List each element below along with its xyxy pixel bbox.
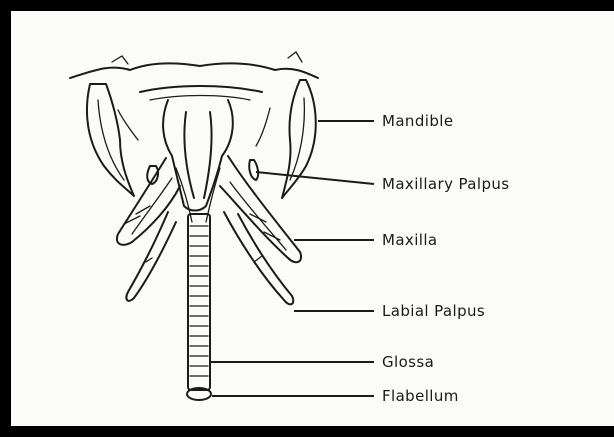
mandible-right [256,80,316,198]
head-capsule [70,52,318,100]
mandible-left [87,84,138,196]
label-glossa: Glossa [382,353,434,371]
label-flabellum: Flabellum [382,387,459,405]
labium [163,100,233,222]
leader-maxillary-palpus [256,172,374,184]
label-mandible: Mandible [382,112,453,130]
label-labial-palpus: Labial Palpus [382,302,485,320]
label-maxilla: Maxilla [382,231,438,249]
maxillary-palpus [147,160,258,184]
glossa [188,214,210,390]
label-maxillary-palpus: Maxillary Palpus [382,175,510,193]
